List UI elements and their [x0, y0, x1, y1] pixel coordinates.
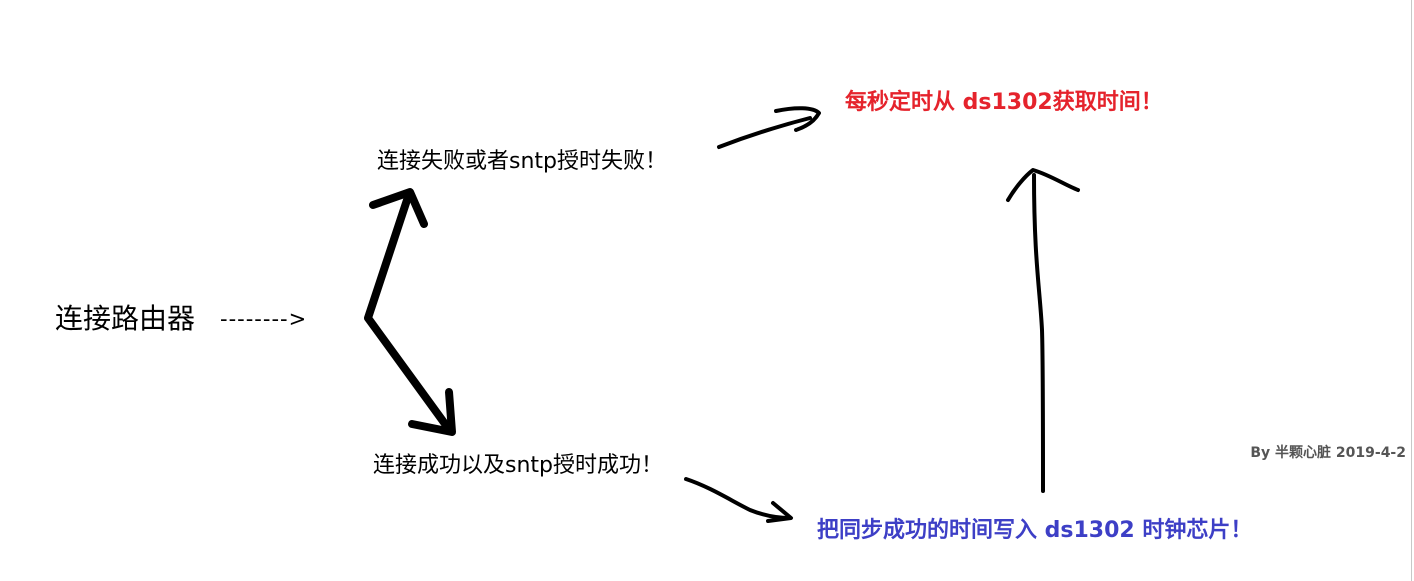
arrow-success-to-write-shaft [684, 477, 792, 520]
arrow-write-to-read-shaft [1032, 173, 1045, 493]
page-edge-line [1411, 0, 1412, 581]
author-credit: By 半颗心脏 2019-4-2 [1250, 445, 1406, 461]
arrowhead-to-failure [369, 188, 428, 228]
node-connect-router: 连接路由器 [55, 302, 196, 335]
arrow-failure-to-read-shaft [717, 116, 812, 149]
node-read-ds1302: 每秒定时从 ds1302获取时间！ [845, 90, 1163, 115]
dashed-arrow: --------> [220, 307, 308, 331]
arrow-write-to-read-head [1006, 168, 1080, 202]
arrowhead-to-success [408, 388, 456, 436]
node-connect-failure: 连接失败或者sntp授时失败！ [377, 149, 667, 174]
arrow-failure-to-read-head [774, 106, 821, 132]
branch-shaft [364, 193, 452, 432]
node-connect-success: 连接成功以及sntp授时成功！ [373, 453, 663, 478]
node-write-ds1302: 把同步成功的时间写入 ds1302 时钟芯片！ [817, 518, 1253, 543]
arrow-success-to-write-head [766, 501, 793, 523]
